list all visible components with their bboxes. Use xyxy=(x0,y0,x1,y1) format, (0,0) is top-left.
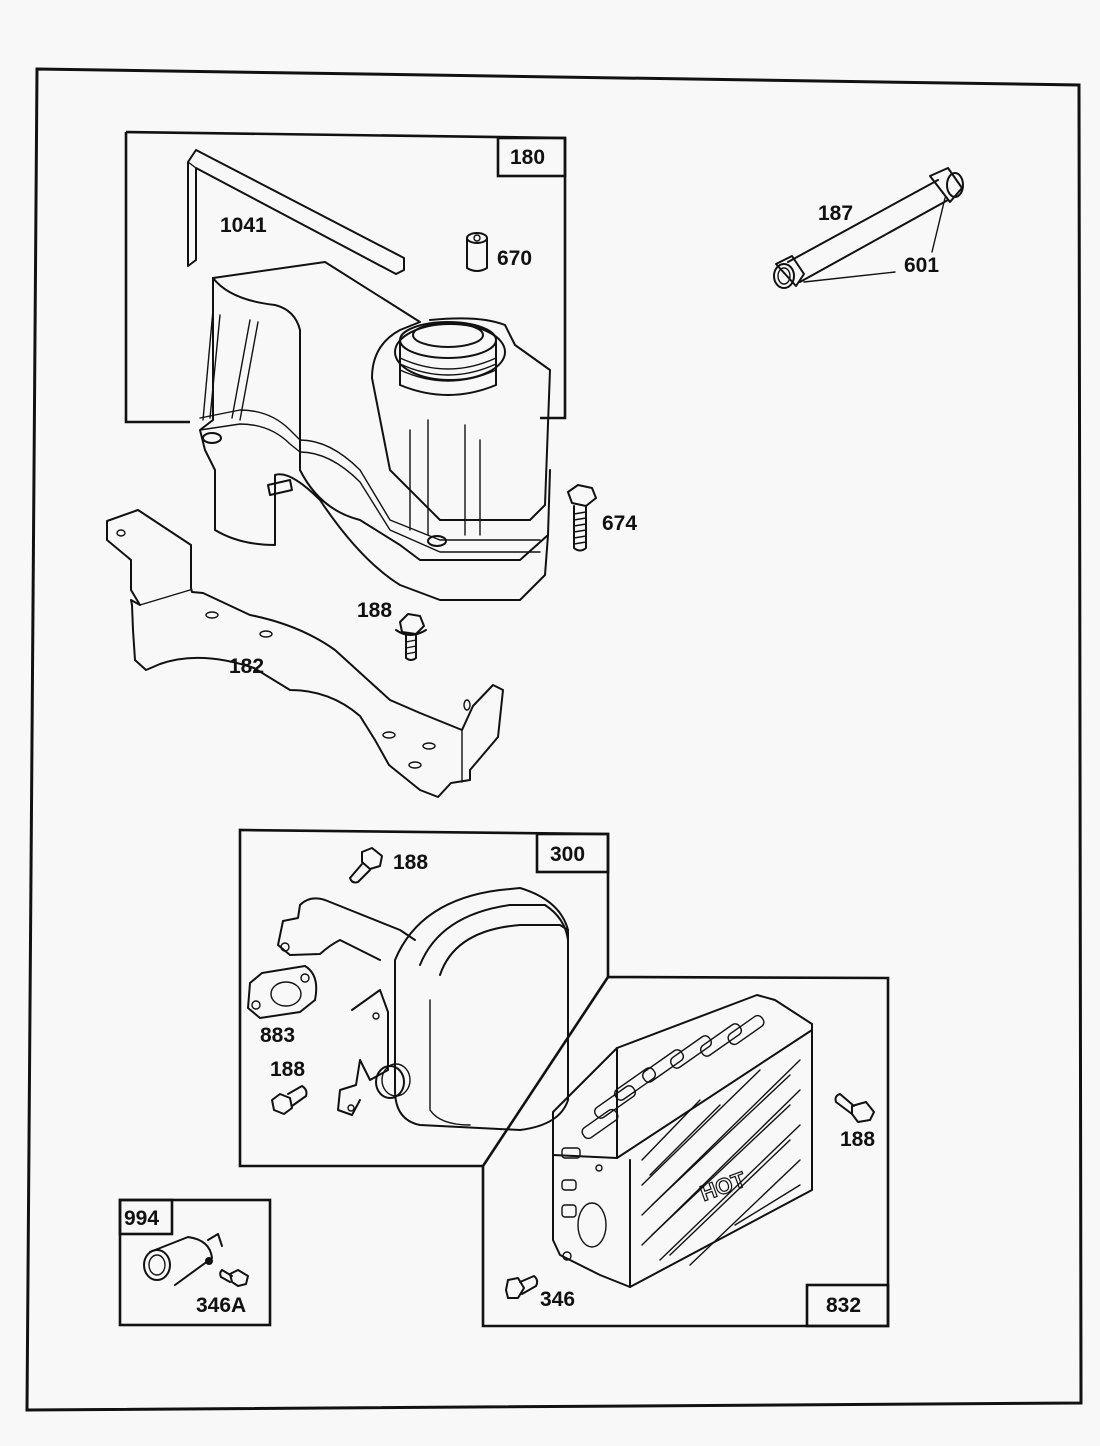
group-994: 994 xyxy=(118,1198,272,1327)
fuel-tank[interactable] xyxy=(199,261,551,601)
group-832-tag xyxy=(805,1283,890,1328)
part-674-bolt[interactable] xyxy=(567,484,597,552)
group-300-tag xyxy=(535,832,610,874)
part-1041-rod[interactable] xyxy=(187,149,405,275)
group-180-box-left xyxy=(124,132,190,424)
part-188-bolt-top[interactable] xyxy=(349,847,383,884)
part-188-bolt-right[interactable] xyxy=(834,1093,875,1123)
part-601-label[interactable]: 601 xyxy=(904,254,939,277)
part-674-label[interactable]: 674 xyxy=(602,512,637,535)
group-994-label: 994 xyxy=(124,1207,159,1230)
part-670-label[interactable]: 670 xyxy=(497,247,532,270)
group-300-label: 300 xyxy=(550,843,585,866)
part-346-label[interactable]: 346 xyxy=(540,1288,575,1311)
part-182-bracket[interactable] xyxy=(106,509,504,798)
part-601-leaders xyxy=(803,197,946,283)
part-188-top-label[interactable]: 188 xyxy=(393,851,428,874)
part-188-right-label[interactable]: 188 xyxy=(840,1128,875,1151)
part-994-component[interactable] xyxy=(143,1233,223,1286)
hot-warning-text: HOT xyxy=(697,1167,750,1207)
part-188-left-label[interactable]: 188 xyxy=(270,1058,305,1081)
part-1041-label[interactable]: 1041 xyxy=(220,214,267,237)
group-300: 300 xyxy=(238,828,610,1168)
part-346A-label[interactable]: 346A xyxy=(196,1294,246,1317)
part-188-bolt-left[interactable] xyxy=(271,1085,308,1115)
group-180: 180 xyxy=(124,130,567,424)
group-832: 832 xyxy=(481,975,890,1328)
group-180-tag xyxy=(496,136,567,178)
part-346A-bolt[interactable] xyxy=(219,1269,249,1287)
group-832-label: 832 xyxy=(826,1294,861,1317)
part-187-fuel-line[interactable] xyxy=(773,167,964,289)
muffler[interactable] xyxy=(277,887,569,1131)
group-994-tag xyxy=(118,1198,174,1236)
part-883-gasket[interactable] xyxy=(247,965,318,1019)
part-346-bolt[interactable] xyxy=(505,1275,539,1299)
part-670-dowel[interactable] xyxy=(466,232,488,272)
group-832-box xyxy=(481,975,890,1328)
heat-shield[interactable]: HOT xyxy=(552,994,813,1288)
part-883-label[interactable]: 883 xyxy=(260,1024,295,1047)
part-182-label[interactable]: 182 xyxy=(229,655,264,678)
part-187-label[interactable]: 187 xyxy=(818,202,853,225)
part-188-bolt-bracket[interactable] xyxy=(395,613,427,661)
group-300-box xyxy=(238,828,610,1168)
group-180-box-right xyxy=(125,130,567,420)
part-188-bracket-label[interactable]: 188 xyxy=(357,599,392,622)
outer-frame xyxy=(25,67,1083,1412)
group-994-box xyxy=(118,1198,272,1327)
group-180-label: 180 xyxy=(510,146,545,169)
